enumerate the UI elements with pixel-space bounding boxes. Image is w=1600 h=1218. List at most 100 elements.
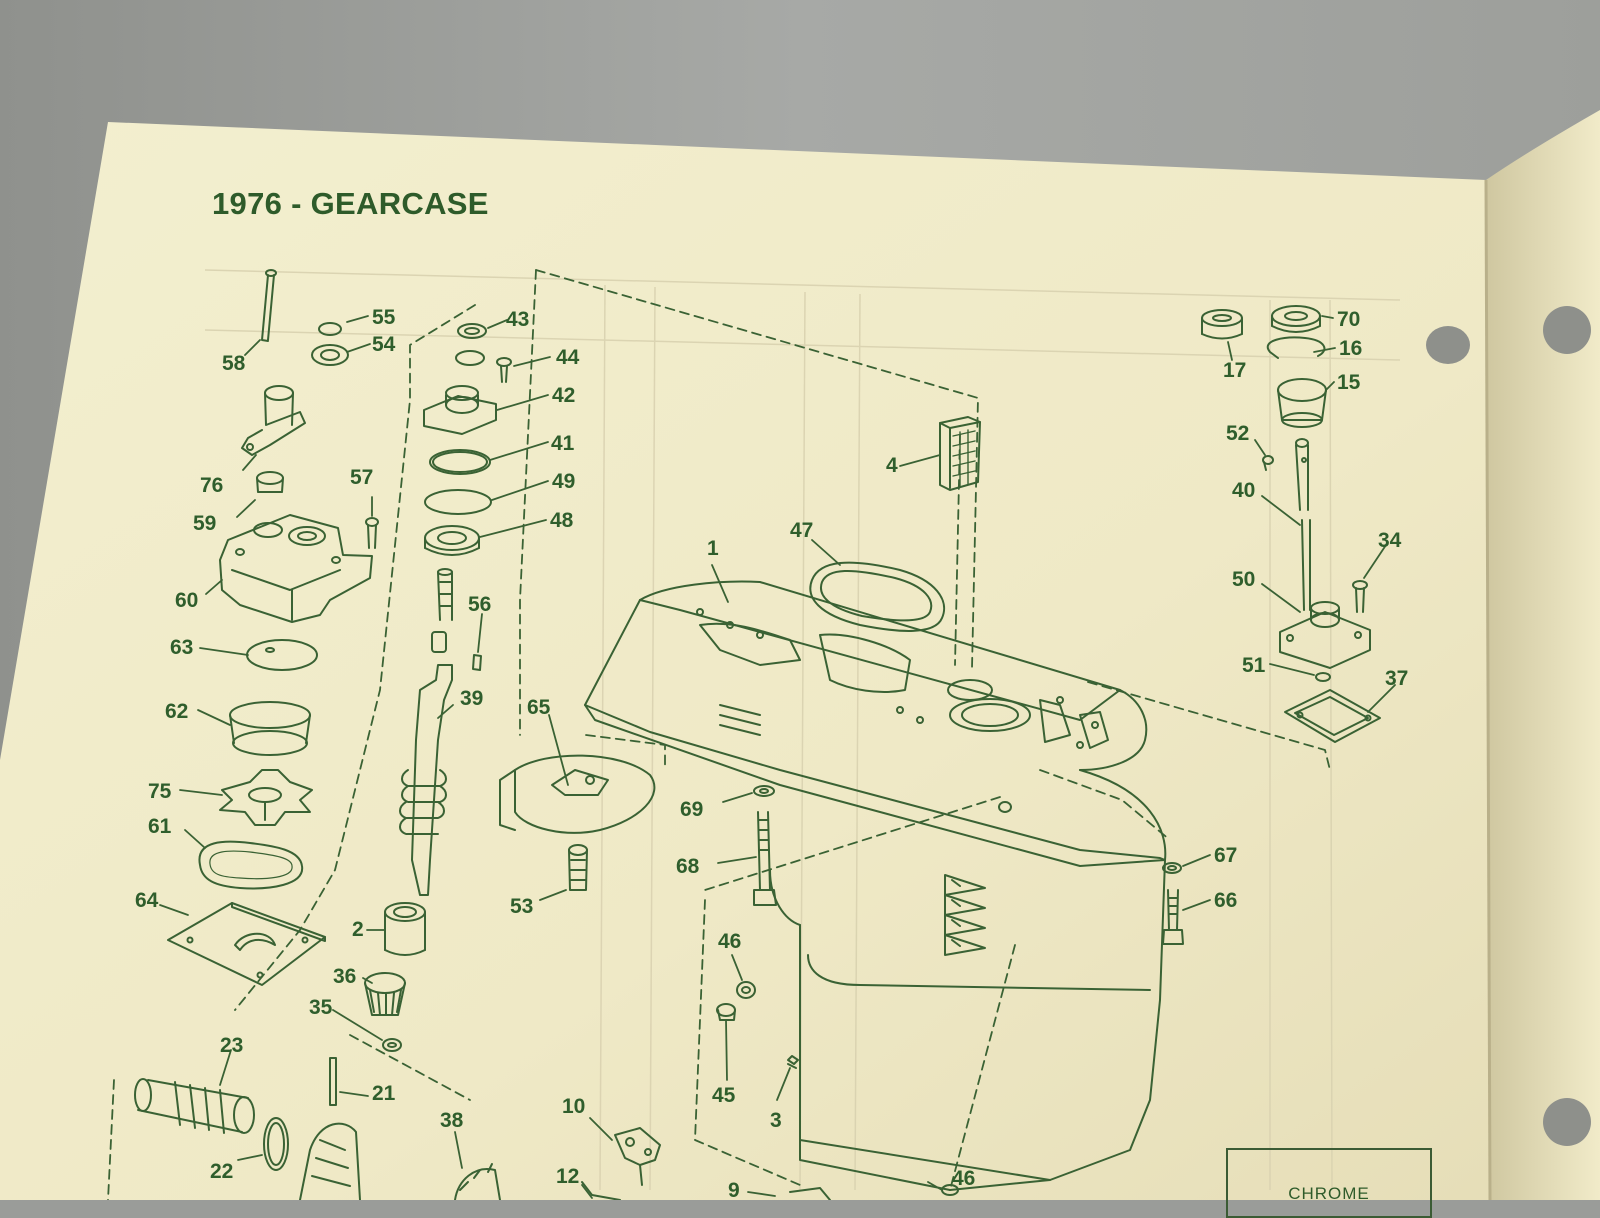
callout: 53 — [510, 895, 533, 918]
callout: 9 — [728, 1179, 740, 1200]
part-67-washer — [1162, 862, 1182, 874]
part-55-oring — [318, 322, 342, 336]
callout: 40 — [1232, 479, 1255, 502]
part-17-bushing — [1201, 309, 1243, 340]
callout: 70 — [1337, 308, 1360, 331]
callout: 64 — [135, 889, 159, 912]
part-23-propshaft — [134, 1078, 255, 1134]
callout: 10 — [562, 1095, 585, 1118]
callout: 45 — [712, 1084, 736, 1107]
callout: 17 — [1223, 359, 1246, 382]
part-35-nut — [382, 1038, 402, 1052]
callout: 59 — [193, 512, 216, 535]
part-41-oring — [429, 449, 491, 475]
callout: 36 — [333, 965, 356, 988]
binder-hole — [1426, 326, 1470, 364]
part-64-plate — [167, 902, 326, 986]
part-36-pinion — [364, 972, 406, 1016]
part-62-liner — [229, 701, 311, 756]
callout: 76 — [200, 474, 223, 497]
part-57-screw — [365, 517, 379, 549]
part-45-plug — [716, 1003, 736, 1021]
part-75-impeller — [219, 769, 313, 826]
part-58-bolt — [261, 269, 277, 342]
callout: 21 — [372, 1082, 396, 1105]
page-title: 1976 - GEARCASE — [212, 186, 489, 221]
binder-hole — [1543, 1098, 1591, 1146]
callout: 58 — [222, 352, 246, 375]
part-34-screw — [1352, 580, 1368, 613]
part-47-gasket — [809, 561, 946, 632]
part-38-gear — [299, 1122, 501, 1200]
callout: 51 — [1242, 654, 1266, 677]
part-21-pin — [329, 1057, 337, 1106]
part-61-gasket — [198, 840, 304, 890]
callout: 12 — [556, 1165, 579, 1188]
callout: 46 — [952, 1167, 975, 1190]
callout: 41 — [551, 432, 575, 455]
part-49-shim — [424, 489, 492, 515]
callout: 2 — [352, 918, 364, 941]
part-40-shift-rod — [1295, 438, 1311, 611]
part-44-screw — [496, 357, 512, 383]
part-1-water-intake — [944, 874, 986, 956]
part-39-driveshaft — [399, 568, 453, 896]
part-51-oring — [1315, 672, 1331, 682]
callout: 34 — [1378, 529, 1402, 552]
callout: 16 — [1339, 337, 1362, 360]
part-22-ring — [263, 1117, 289, 1171]
part-43-washer — [455, 350, 485, 366]
callout: 47 — [790, 519, 813, 542]
callout: 23 — [220, 1034, 243, 1057]
callout: 68 — [676, 855, 700, 878]
callout: 62 — [165, 700, 188, 723]
part-56-pin — [472, 654, 482, 671]
part-54-seal — [311, 344, 349, 366]
callout: 37 — [1385, 667, 1408, 690]
part-48-bearing — [424, 525, 480, 556]
callout: 52 — [1226, 422, 1249, 445]
callout: 48 — [550, 509, 574, 532]
callout: 55 — [372, 306, 396, 329]
callout: 57 — [350, 466, 373, 489]
part-4-screen — [939, 416, 981, 491]
part-69-washer — [753, 785, 775, 797]
callout: 15 — [1337, 371, 1361, 394]
part-3-screw — [787, 1055, 799, 1069]
callout: 61 — [148, 815, 172, 838]
callout: 43 — [506, 308, 529, 331]
part-10-lever — [614, 1127, 661, 1186]
callout: 35 — [309, 996, 333, 1019]
part-76-arm — [241, 385, 306, 456]
callout: 63 — [170, 636, 193, 659]
part-46-washer — [736, 981, 756, 999]
callout: 60 — [175, 589, 198, 612]
callout: 65 — [527, 696, 551, 719]
part-9-clip — [789, 1187, 831, 1200]
part-70-cap — [1271, 305, 1321, 333]
callout: 42 — [552, 384, 575, 407]
callout: 39 — [460, 687, 483, 710]
part-50-retainer — [1279, 601, 1371, 669]
callout: 3 — [770, 1109, 782, 1132]
callout: 44 — [556, 346, 580, 369]
callout: 69 — [680, 798, 703, 821]
part-66-bolt — [1162, 889, 1184, 945]
part-53-screw — [568, 844, 588, 891]
callout: 66 — [1214, 889, 1237, 912]
part-1-gearcase — [584, 580, 1167, 1191]
callout: 56 — [468, 593, 491, 616]
part-12-link — [581, 1181, 621, 1200]
callout: 67 — [1214, 844, 1237, 867]
part-43-seal — [457, 323, 487, 339]
part-59-bushing — [256, 471, 284, 493]
part-52-screw — [1262, 455, 1274, 471]
part-37-gasket — [1284, 689, 1381, 743]
part-42-retainer — [423, 385, 497, 435]
chrome-legend-box: CHROME — [1226, 1148, 1432, 1218]
callout: 38 — [440, 1109, 464, 1132]
callout: 4 — [886, 454, 898, 477]
callout: 49 — [552, 470, 575, 493]
binder-hole — [1543, 306, 1591, 354]
